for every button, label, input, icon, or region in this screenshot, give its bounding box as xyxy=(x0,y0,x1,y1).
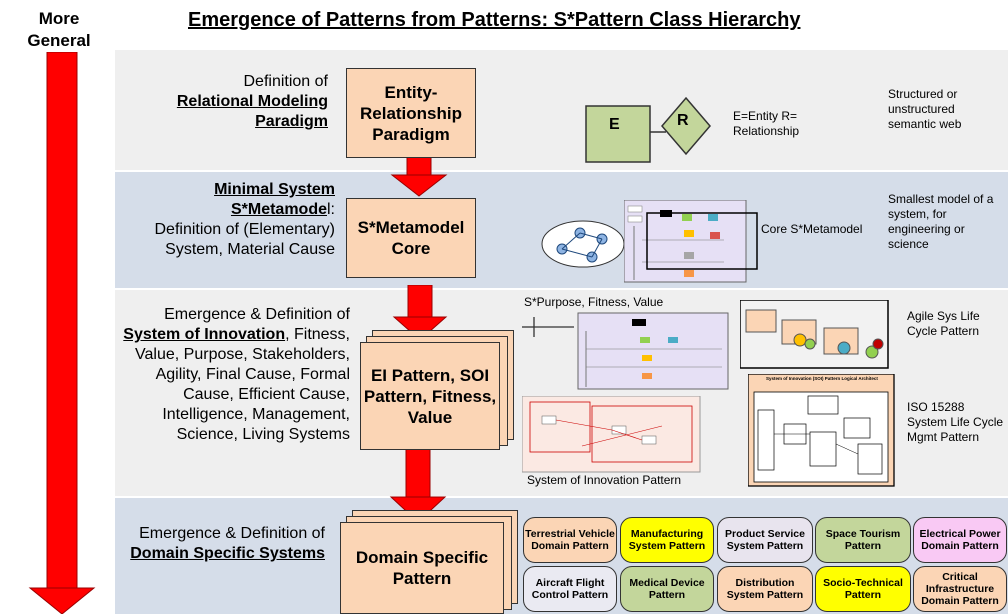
soi-pattern-label: System of Innovation Pattern xyxy=(527,473,682,487)
pill-critical-infrastructure: Critical Infrastructure Domain Pattern xyxy=(913,566,1007,612)
agile-note: Agile Sys Life Cycle Pattern xyxy=(907,309,980,338)
er-legend: E=Entity R= Relationship xyxy=(733,109,800,138)
pill-medical-device: Medical Device Pattern xyxy=(620,566,714,612)
band-relational xyxy=(115,50,1008,170)
er-diagram-icon xyxy=(585,96,711,163)
arrow-down-2-icon xyxy=(392,285,448,341)
purpose-thumbnail-icon xyxy=(522,312,729,390)
iso-lifecycle-thumbnail-icon xyxy=(748,374,895,487)
soi-architecture-thumb-title: System of Innovation (SOI) Pattern Logic… xyxy=(766,376,878,381)
metamodel-core-box: S*Metamodel Core xyxy=(346,198,476,278)
pill-electrical-power: Electrical Power Domain Pattern xyxy=(913,517,1007,563)
pill-aircraft-flight-control: Aircraft Flight Control Pattern xyxy=(523,566,617,612)
pill-manufacturing: Manufacturing System Pattern xyxy=(620,517,714,563)
pill-product-service: Product Service System Pattern xyxy=(717,517,813,563)
row2-note: Smallest model of a system, for engineer… xyxy=(888,192,994,251)
row3-left-text: Emergence & Definition of System of Inno… xyxy=(123,306,350,443)
row2-left-text: Minimal System S*Metamodel: Definition o… xyxy=(154,181,335,258)
generality-arrow-icon xyxy=(28,52,96,614)
entity-relationship-box: Entity-Relationship Paradigm xyxy=(346,68,476,158)
domain-specific-pattern-box: Domain Specific Pattern xyxy=(340,522,504,614)
row1-note: Structured or unstructured semantic web xyxy=(888,87,962,131)
e-letter: E xyxy=(609,116,620,133)
ei-soi-pattern-box: EI Pattern, SOI Pattern, Fitness, Value xyxy=(360,342,500,450)
row1-left-text: Definition of Relational Modeling Paradi… xyxy=(176,73,328,130)
more-general-label: More General xyxy=(27,9,91,50)
network-graph-icon xyxy=(541,220,625,268)
soi-thumbnail-icon xyxy=(522,396,701,473)
pill-space-tourism: Space Tourism Pattern xyxy=(815,517,911,563)
r-letter: R xyxy=(677,112,689,129)
row4-left-text: Emergence & Definition of Domain Specifi… xyxy=(130,525,325,562)
pill-terrestrial-vehicle: Terrestrial Vehicle Domain Pattern xyxy=(523,517,617,563)
core-metamodel-label: Core S*Metamodel xyxy=(761,222,863,236)
diagram-title: Emergence of Patterns from Patterns: S*P… xyxy=(188,9,801,31)
pill-socio-technical: Socio-Technical Pattern xyxy=(815,566,911,612)
iso-note: ISO 15288 System Life Cycle Mgmt Pattern xyxy=(907,400,1004,444)
arrow-down-1-icon xyxy=(390,155,448,197)
core-highlight-frame xyxy=(646,212,758,270)
pill-distribution-system: Distribution System Pattern xyxy=(717,566,813,612)
agile-lifecycle-thumbnail-icon xyxy=(740,300,889,369)
purpose-label: S*Purpose, Fitness, Value xyxy=(524,295,664,309)
